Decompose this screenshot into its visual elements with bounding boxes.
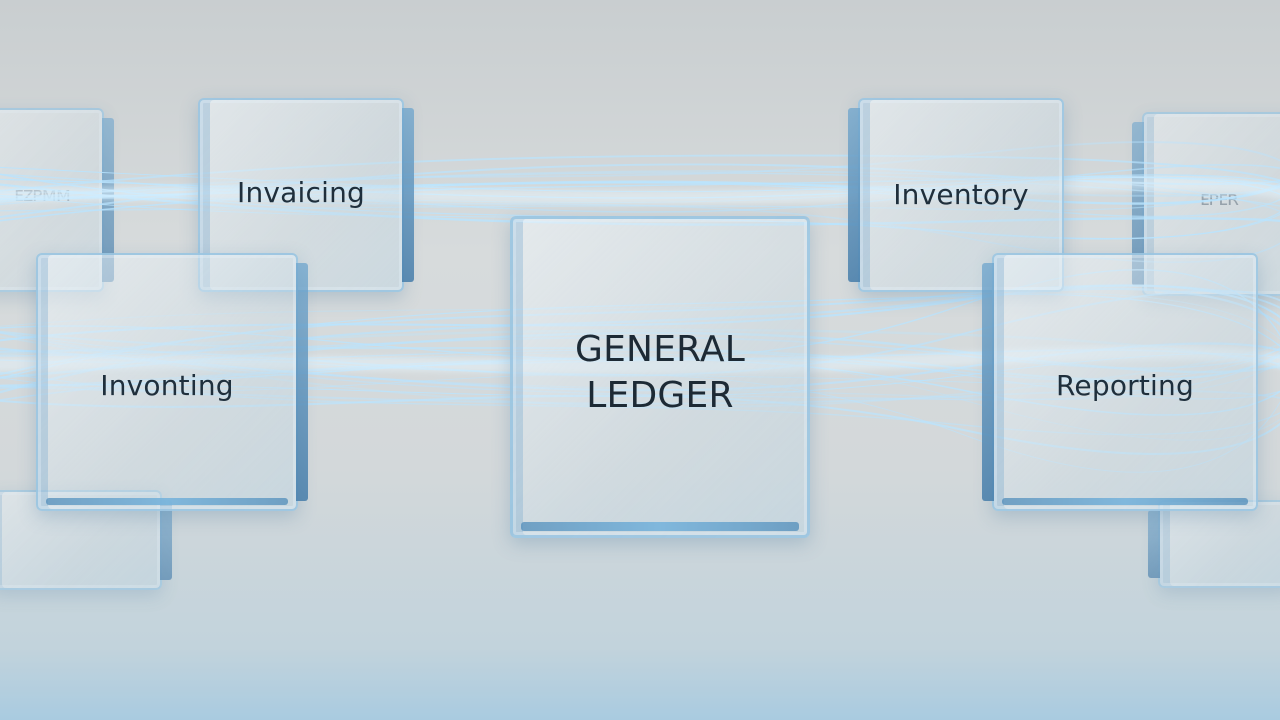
invoicing-label: Invaicing (236, 176, 365, 209)
block-edge (521, 522, 799, 531)
reporting-label: Reporting (1056, 369, 1194, 402)
general-ledger-label: GENERAL LEDGER (575, 329, 745, 416)
block-edge (1148, 510, 1160, 578)
inventory-label: Inventory (893, 178, 1029, 211)
inventing-block: Invonting (36, 253, 308, 511)
reporting-block: Reporting (982, 253, 1258, 511)
light-stream-glow (0, 176, 1280, 205)
block-edge (402, 108, 414, 282)
block-edge (848, 108, 860, 282)
general-ledger-block: GENERAL LEDGER (510, 216, 810, 538)
block-edge (296, 263, 308, 501)
block-edge (1002, 498, 1248, 505)
block-edge (46, 498, 288, 505)
block-edge (982, 263, 994, 501)
block-edge (160, 500, 172, 580)
inventing-label: Invonting (100, 369, 234, 402)
